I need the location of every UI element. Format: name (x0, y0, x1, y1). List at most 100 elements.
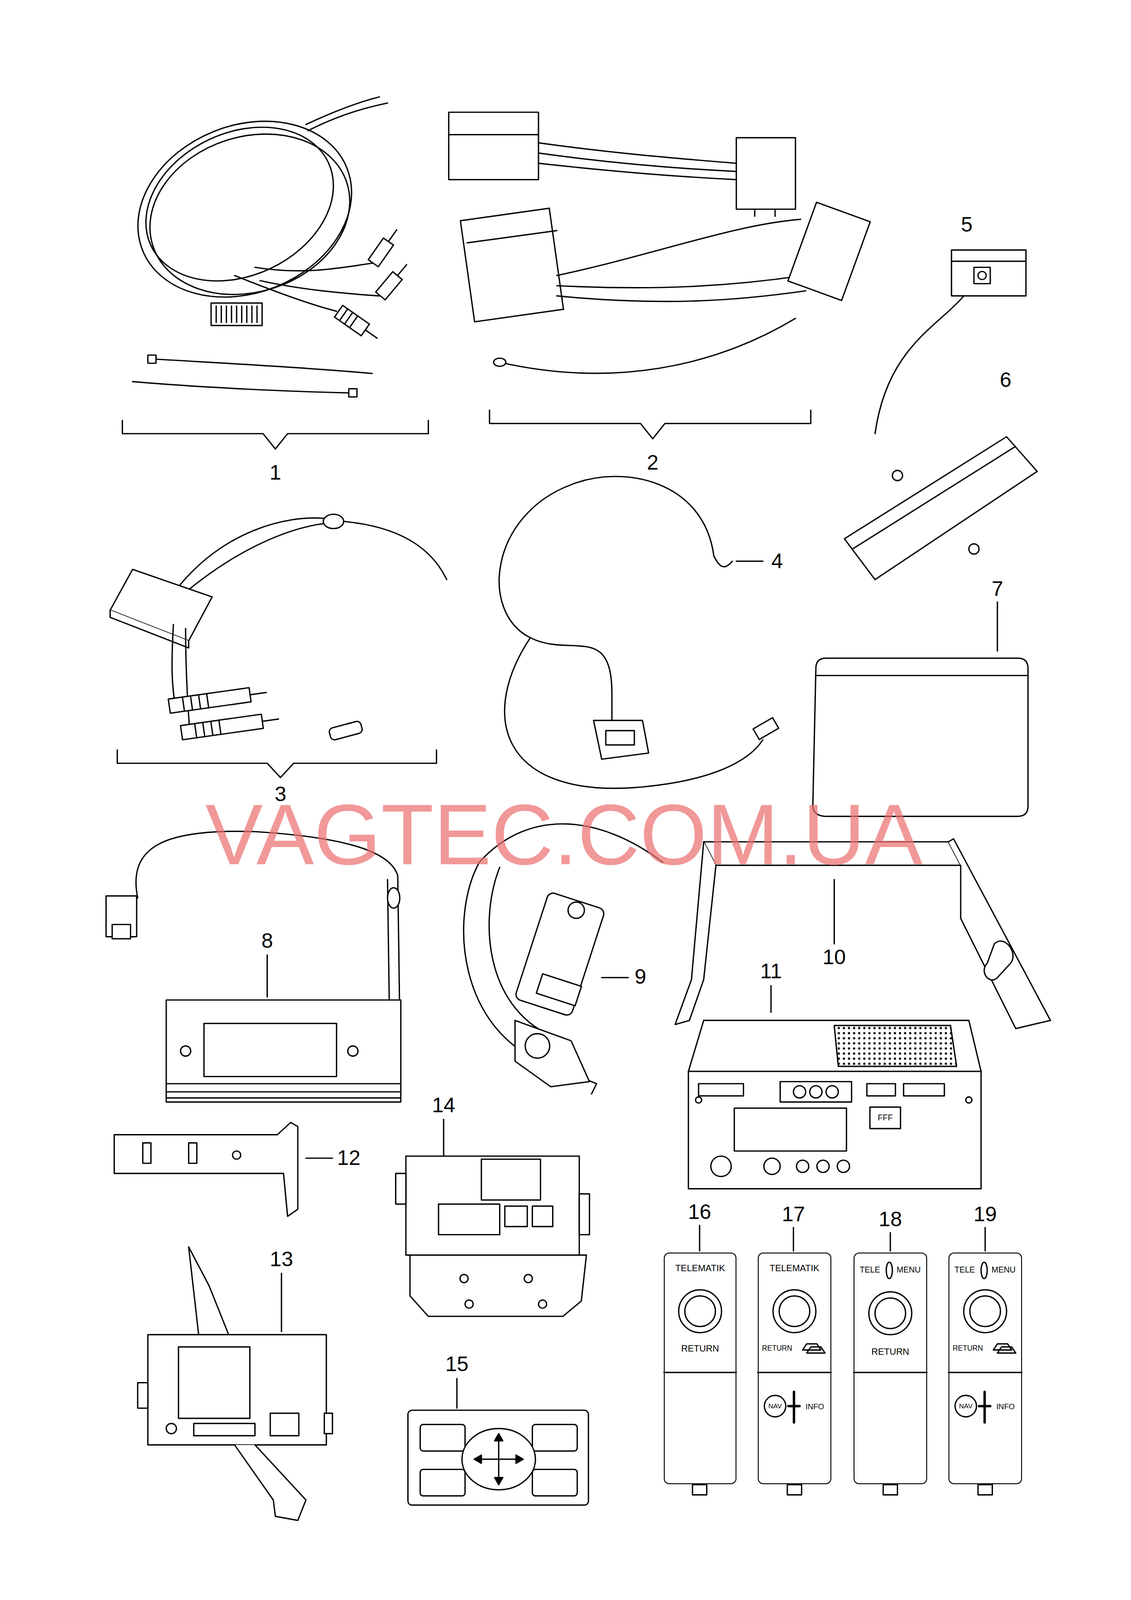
amplifier (166, 1083, 401, 1098)
panel-legend: INFO (805, 1402, 825, 1411)
rca-adapter-set (178, 518, 325, 587)
navigation-module (481, 1158, 541, 1200)
control-pad (532, 1424, 578, 1451)
callout-number: 3 (274, 783, 287, 805)
control-panel-details (678, 1289, 722, 1333)
panel-legend: NAV (768, 1402, 782, 1409)
panel-legend: TELE (859, 1265, 880, 1274)
navigation-module (579, 1193, 590, 1235)
callout-number: 8 (261, 929, 274, 951)
module-with-bracket (280, 1273, 282, 1332)
control-panel-details (779, 1295, 810, 1326)
control-panel-details (977, 1484, 993, 1495)
navigation-module (409, 1254, 587, 1317)
control-pad (419, 1468, 465, 1496)
control-module (844, 436, 1038, 580)
control-pad (478, 1436, 519, 1482)
control-panel-details (764, 1395, 786, 1417)
adapter-harness (538, 153, 737, 172)
mounting-bracket (675, 838, 1051, 1029)
rca-adapter-set (323, 513, 344, 529)
control-pad (532, 1468, 578, 1496)
audio-cable-set (339, 308, 348, 321)
control-panel-details (963, 1289, 1007, 1333)
control-panel-details (773, 1289, 816, 1333)
callout-number: 11 (760, 960, 782, 982)
adapter-harness (493, 358, 506, 367)
radio-unit (688, 1020, 982, 1072)
adapter-harness (448, 112, 539, 180)
rca-adapter-set (110, 513, 447, 778)
rca-adapter-set (185, 628, 190, 731)
audio-cable-set (375, 271, 402, 300)
callout-number: 15 (445, 1353, 469, 1374)
radio-unit (688, 985, 982, 1189)
amplifier (112, 924, 131, 939)
data-cable (753, 717, 779, 740)
audio-cable-set (368, 237, 394, 267)
mounting-bracket (703, 841, 961, 866)
audio-cable-set (156, 359, 373, 374)
data-cable (713, 556, 732, 567)
module-with-bracket (188, 1246, 230, 1337)
panel-legend: RETURN (871, 1346, 909, 1356)
control-pad (462, 1428, 536, 1490)
audio-cable-set (211, 302, 262, 326)
callout-number: 9 (634, 965, 647, 987)
audio-cable-set (397, 264, 407, 276)
belt-harness (514, 891, 606, 1017)
radio-unit (711, 1155, 732, 1177)
control-panel: TELEMATIKRETURNNAVINFO (757, 1252, 832, 1484)
callout-number: 1 (269, 461, 282, 483)
module-with-bracket (193, 1422, 256, 1436)
rca-adapter-set (110, 610, 189, 648)
audio-cable-set (375, 260, 411, 300)
callout-number: 6 (999, 369, 1012, 391)
data-cable (498, 476, 714, 721)
data-cable (504, 637, 763, 789)
audio-cable-set (368, 226, 402, 267)
navigation-module (504, 1205, 528, 1227)
audio-cable-set (111, 90, 429, 450)
audio-cable-set (307, 103, 388, 131)
adapter-harness (467, 230, 558, 243)
rca-adapter-set (168, 685, 268, 713)
module-with-bracket (137, 1246, 333, 1521)
radio-unit (834, 1025, 957, 1067)
parts-illustration (106, 90, 1051, 1521)
panel-legend: RETURN (681, 1343, 719, 1353)
pouch (812, 657, 1028, 816)
rca-adapter-set (117, 749, 437, 778)
radio-unit (698, 1083, 744, 1096)
rca-adapter-set (182, 693, 209, 712)
callout-number: 14 (431, 1094, 455, 1116)
module-with-bracket (270, 1412, 299, 1436)
control-pad (456, 1377, 458, 1408)
panel-legend: NAV (958, 1402, 973, 1409)
rca-adapter-set (168, 687, 252, 713)
module-with-bracket (324, 1412, 333, 1434)
control-panel: TELEMATIKRETURN (663, 1252, 736, 1484)
audio-cable-set (349, 316, 358, 328)
belt-harness (536, 973, 582, 1006)
belt-harness (479, 823, 663, 862)
audio-cable-set (120, 98, 359, 311)
control-pad (407, 1409, 589, 1505)
rca-adapter-set (343, 521, 447, 580)
panel-legend: MENU (896, 1265, 921, 1274)
adapter-harness (460, 208, 564, 322)
rca-adapter-set (250, 692, 267, 695)
belt-harness (567, 901, 585, 919)
amplifier (347, 1045, 358, 1056)
control-panel: TELE MENU RETURN (853, 1252, 928, 1484)
belt-harness (463, 823, 663, 1094)
pouch (815, 674, 1028, 677)
audio-cable-set (132, 381, 349, 393)
control-panel-details (699, 1224, 986, 1251)
data-cable (593, 720, 649, 759)
control-panel-details (684, 1295, 716, 1326)
navigation-module (532, 1205, 553, 1227)
control-panel-details (802, 1343, 825, 1353)
adapter-harness (556, 219, 801, 276)
